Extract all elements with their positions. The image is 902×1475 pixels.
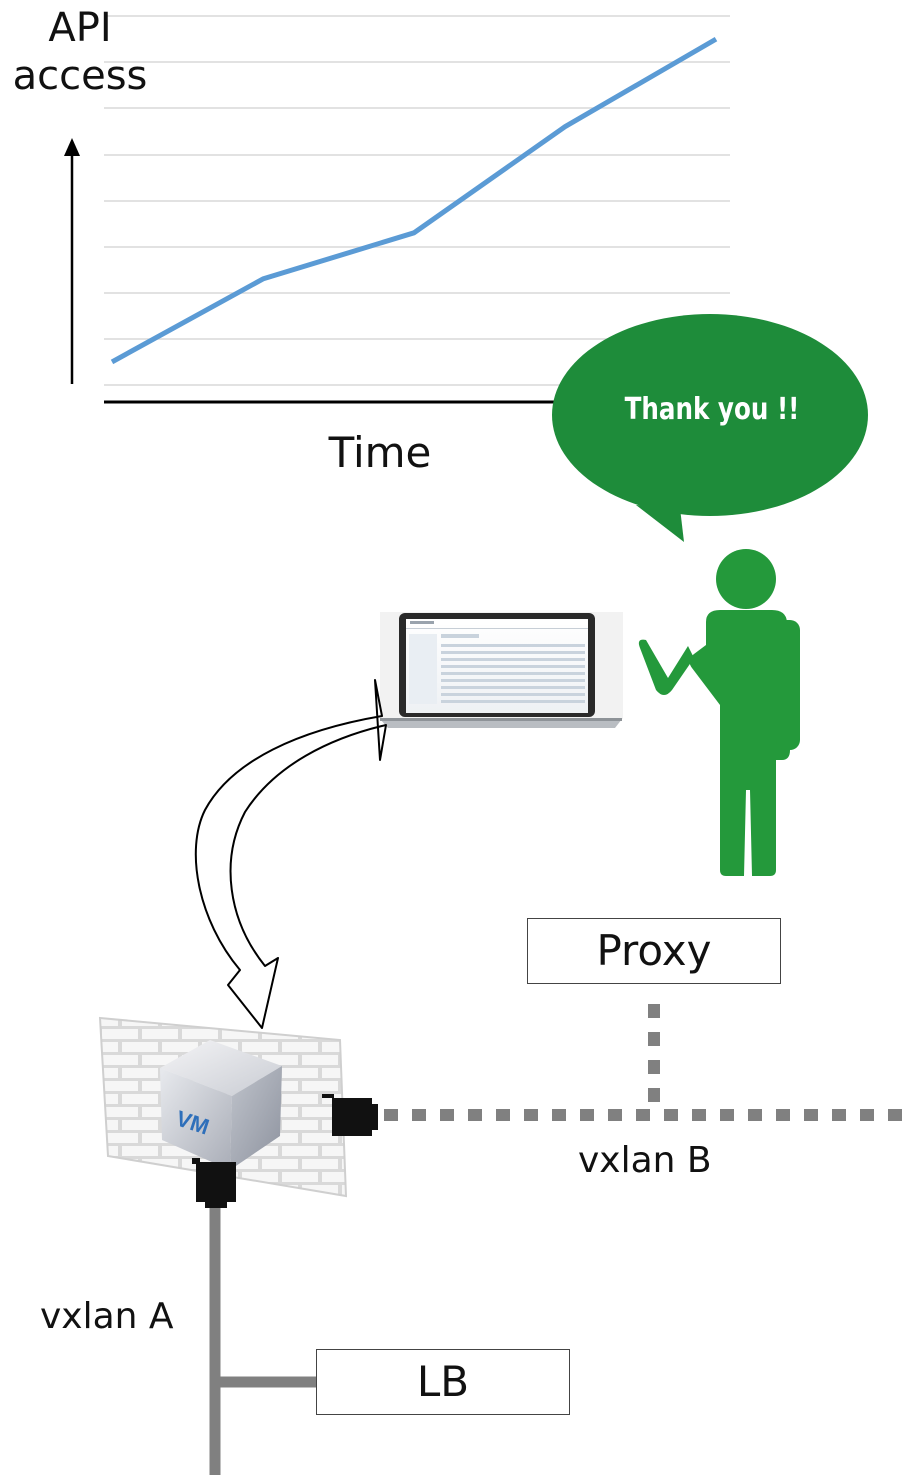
speech-bubble-text: Thank you !! — [624, 392, 800, 427]
proxy-box: Proxy — [527, 918, 781, 984]
vxlan-a-label: vxlan A — [40, 1296, 174, 1337]
chart-gridlines — [104, 15, 730, 386]
vm-cube-icon: VM — [160, 1040, 282, 1170]
speech-bubble — [552, 314, 868, 542]
laptop-icon — [380, 612, 623, 728]
port-connector-b — [322, 1094, 378, 1136]
series-line — [110, 36, 718, 365]
chart-y-axis-label: API access — [12, 5, 148, 99]
lb-box: LB — [316, 1349, 570, 1415]
y-axis-arrowhead — [64, 138, 80, 156]
port-connector-a — [192, 1158, 236, 1208]
person-icon — [638, 549, 800, 876]
deploy-arrow — [194, 679, 387, 1029]
chart-x-axis-label: Time — [328, 428, 432, 477]
vxlan-b-label: vxlan B — [578, 1140, 712, 1181]
